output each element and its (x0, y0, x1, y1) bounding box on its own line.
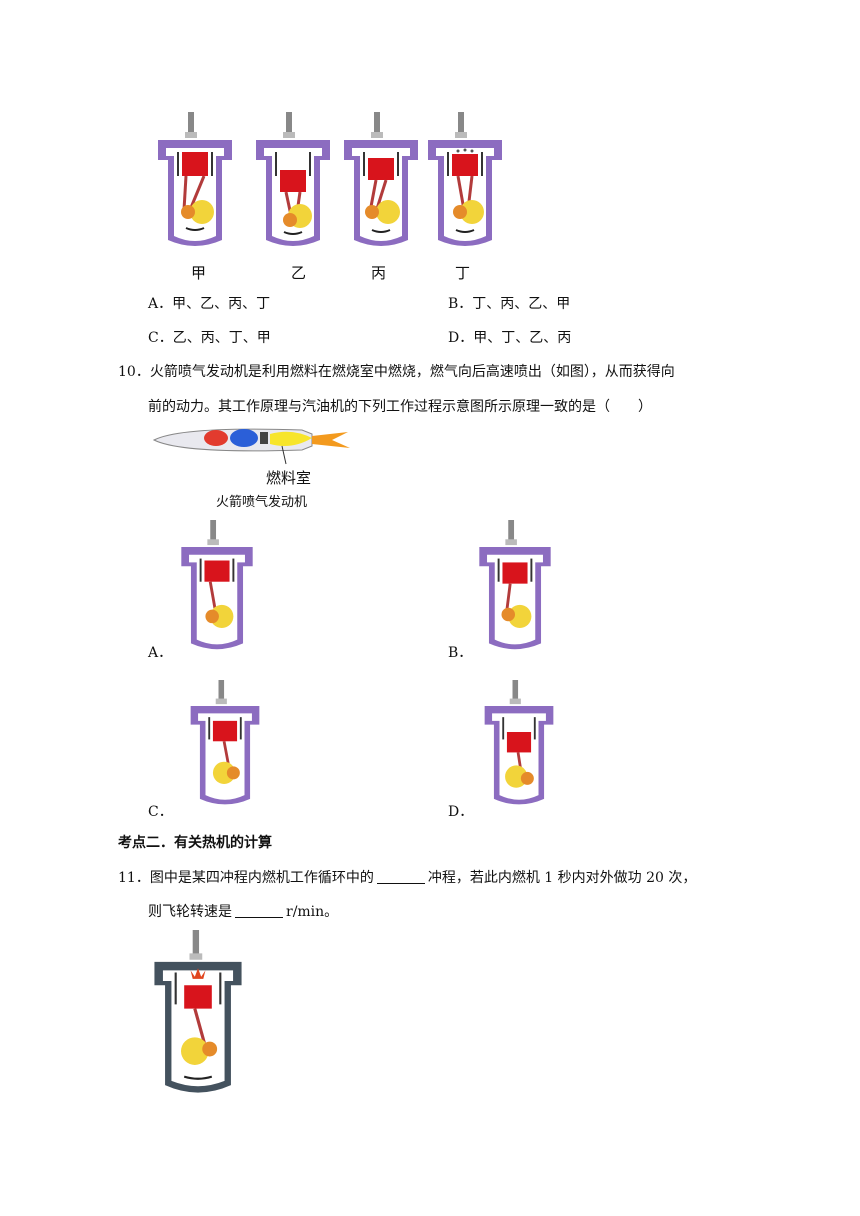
q11-blank-stroke[interactable] (376, 869, 425, 884)
q9-figure-4 (420, 112, 510, 252)
q10-option-b-label[interactable]: B． (448, 645, 473, 661)
q9-figure-1 (150, 112, 240, 252)
engine-diagram-icon (428, 112, 502, 246)
q10-option-d-figure[interactable] (474, 680, 564, 810)
engine-diagram-icon (190, 680, 260, 805)
engine-diagram-icon (484, 680, 554, 805)
q9-label-ding: 丁 (455, 264, 471, 282)
engine-diagram-icon (181, 520, 253, 650)
q11-stem-line2: 则飞轮转速是 r/min。 (148, 901, 338, 921)
q9-label-bing: 丙 (371, 264, 387, 282)
q10-option-a-label[interactable]: A． (148, 645, 173, 661)
q11-text-part3: 则飞轮转速是 (148, 904, 232, 920)
q11-text-part1: 11．图中是某四冲程内燃机工作循环中的 (118, 870, 374, 886)
q9-option-c[interactable]: C．乙、丙、丁、甲 (148, 330, 271, 346)
q10-stem-line1: 10．火箭喷气发动机是利用燃料在燃烧室中燃烧，燃气向后高速喷出（如图），从而获得… (118, 364, 675, 380)
q10-option-d-label[interactable]: D． (448, 804, 474, 820)
q9-option-b[interactable]: B．丁、丙、乙、甲 (448, 296, 571, 312)
engine-diagram-icon (154, 930, 242, 1093)
rocket-label-chamber: 燃料室 (266, 469, 312, 487)
rocket-caption: 火箭喷气发动机 (216, 495, 308, 510)
q9-option-d[interactable]: D．甲、丁、乙、丙 (448, 330, 572, 346)
q11-text-part4: r/min。 (286, 904, 339, 920)
q9-label-jia: 甲 (191, 264, 207, 282)
q9-label-yi: 乙 (291, 264, 307, 282)
q10-stem-line2: 前的动力。其工作原理与汽油机的下列工作过程示意图所示原理一致的是（ ） (148, 399, 652, 415)
q10-option-c-label[interactable]: C． (148, 804, 173, 820)
q11-stem-line1: 11．图中是某四冲程内燃机工作循环中的 冲程，若此内燃机 1 秒内对外做功 20 … (118, 867, 696, 887)
q10-option-a-figure[interactable] (172, 520, 262, 655)
rocket-figure (152, 424, 352, 510)
section-title: 考点二．有关热机的计算 (118, 835, 272, 851)
rocket-engine-icon (152, 428, 350, 465)
q9-figure-2 (248, 112, 338, 252)
q10-option-c-figure[interactable] (180, 680, 270, 810)
engine-diagram-icon (479, 520, 551, 650)
q11-blank-speed[interactable] (235, 903, 283, 918)
q11-text-part2: 冲程，若此内燃机 1 秒内对外做功 20 次， (427, 870, 697, 886)
q10-option-b-figure[interactable] (470, 520, 560, 655)
q9-figure-3 (336, 112, 426, 252)
engine-diagram-icon (344, 112, 418, 246)
engine-diagram-icon (256, 112, 330, 246)
engine-diagram-icon (158, 112, 232, 246)
q11-figure (150, 930, 246, 1100)
q9-option-a[interactable]: A．甲、乙、丙、丁 (148, 296, 271, 312)
